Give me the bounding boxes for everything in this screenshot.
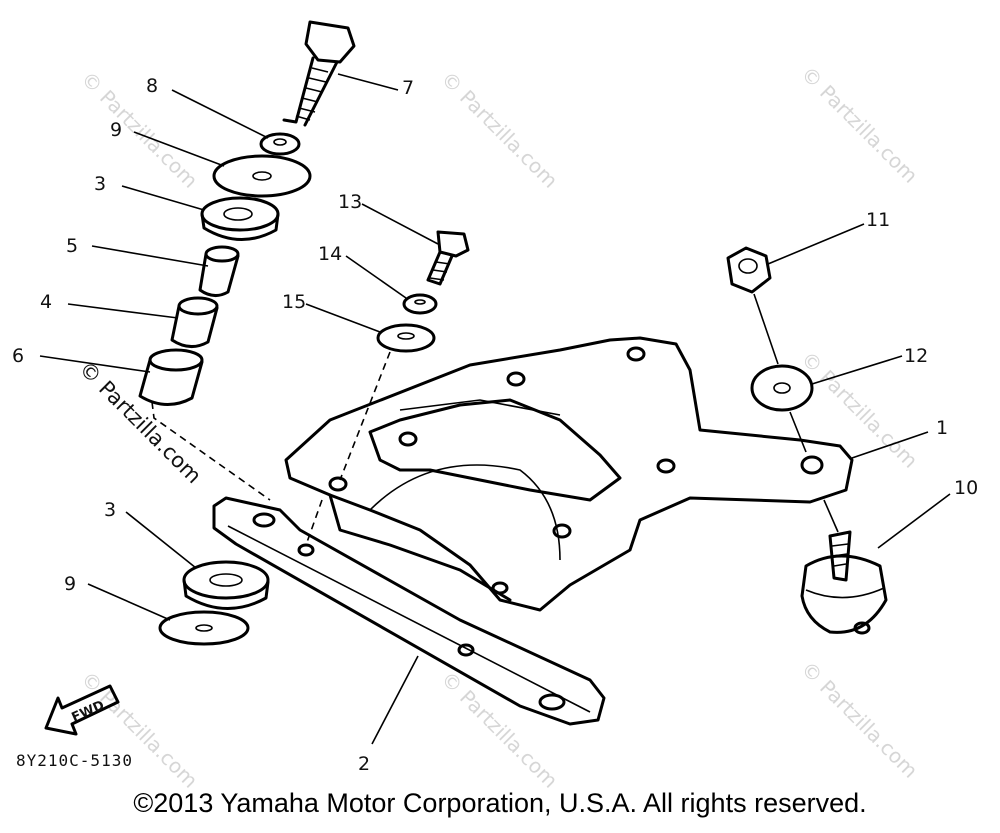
watermark: © Partzilla.com [76,667,202,793]
damper-3-top [200,196,280,241]
collar-6 [138,348,204,406]
callout-7: 7 [402,77,414,99]
bolt-13 [426,230,470,286]
watermark: © Partzilla.com [796,657,922,783]
mount-10 [800,530,888,635]
bar-2 [212,496,606,726]
callout-14: 14 [318,243,342,265]
assembly-line [789,411,807,453]
watermark: © Partzilla.com [436,67,562,193]
damper-3-bottom [182,560,270,610]
callout-4: 4 [40,291,52,313]
drawing-code: 8Y210C-5130 [16,751,133,770]
washer-12 [750,364,814,412]
assembly-line [339,351,391,481]
callout-5: 5 [66,235,78,257]
watermark: © Partzilla.com [796,62,922,188]
nut-11 [726,246,772,294]
assembly-line [305,499,323,546]
bracket-1 [284,336,854,612]
callout-15: 15 [282,291,306,313]
callout-3-top: 3 [94,173,106,195]
callout-12: 12 [904,345,928,367]
collar-5 [198,245,240,297]
washer-14 [402,293,438,315]
copyright-notice: ©2013 Yamaha Motor Corporation, U.S.A. A… [133,788,867,818]
leader-lines [39,73,951,745]
callouts: 1 2 3 4 5 6 7 8 9 10 11 12 13 14 15 3 9 [12,75,978,775]
callout-11: 11 [866,209,890,231]
callout-9-top: 9 [110,119,122,141]
callout-8: 8 [146,75,158,97]
watermark: © Partzilla.com [436,667,562,793]
callout-2: 2 [358,753,370,775]
callout-13: 13 [338,191,362,213]
assembly-line [151,401,271,501]
assembly-line [823,499,839,533]
callout-3-bottom: 3 [104,499,116,521]
callout-6: 6 [12,345,24,367]
callout-10: 10 [954,477,978,499]
washer-15 [376,323,436,353]
bolt-7 [282,20,356,127]
watermark-dark: © Partzilla.com [74,357,206,489]
collar-4 [170,296,219,348]
assembly-line [753,293,779,365]
washer-9-bottom [158,610,250,646]
callout-1: 1 [936,417,948,439]
washer-8 [259,132,301,156]
washer-9-top [212,154,312,198]
callout-9-bottom: 9 [64,573,76,595]
